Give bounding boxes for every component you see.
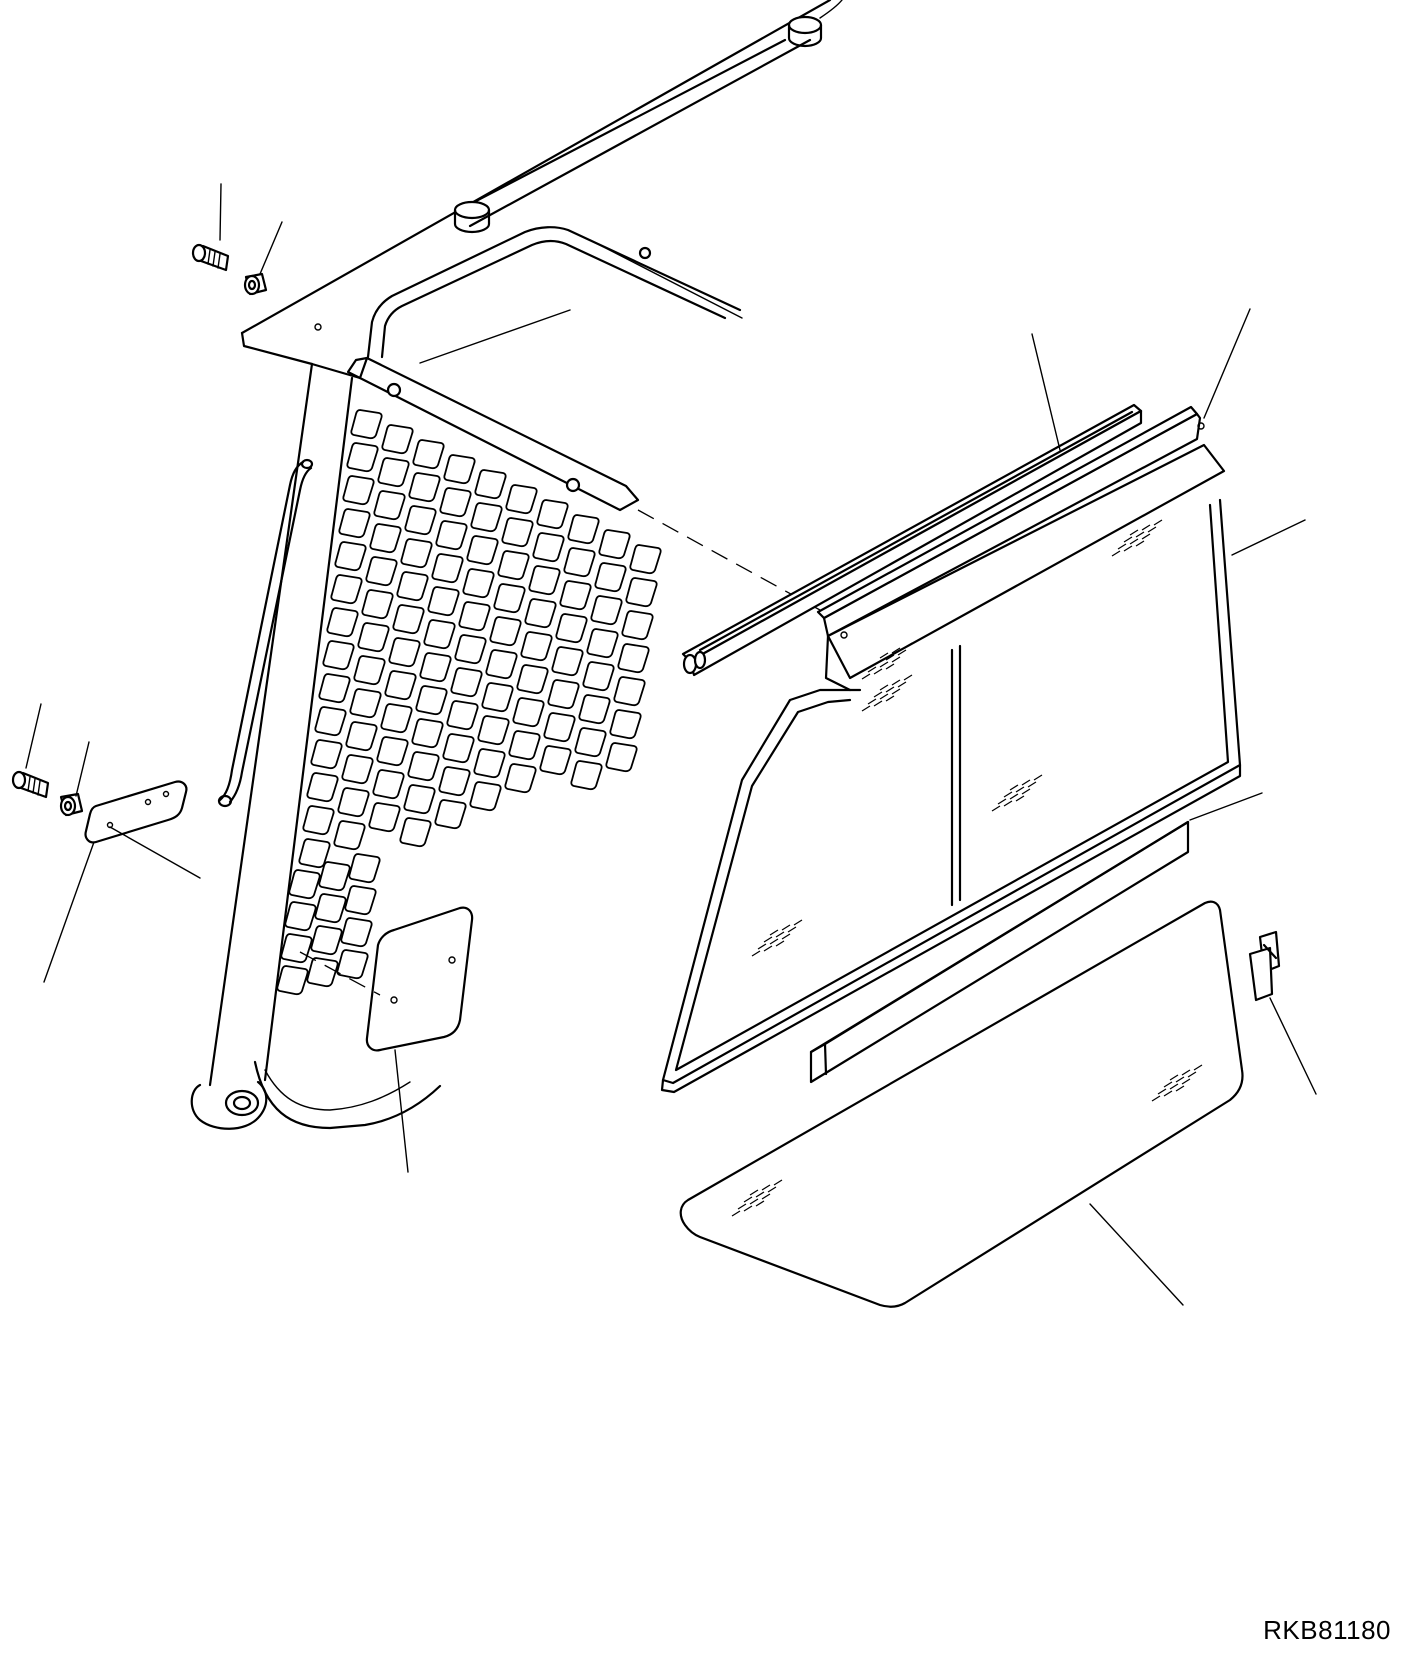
clip [1248,930,1317,1095]
cab-roof-plate [240,0,843,380]
mesh-guard [298,409,662,869]
roof-hatch-frame [366,226,743,364]
grab-handle [217,458,314,808]
bolt-lower [11,703,50,799]
bolt-upper [191,183,230,272]
lower-glass-panel [679,900,1244,1308]
mesh-guard-lower [276,853,381,996]
upper-mount-bar [346,246,821,611]
bracket-plate [43,780,201,983]
window-seal [681,333,1143,677]
cover-plate [299,906,474,1173]
cab-rear-frame [190,362,442,1130]
washer-upper [243,221,283,296]
lower-rail [809,792,1263,1084]
glass-reflection-marks [731,519,1203,1217]
washer-lower [59,741,90,817]
drawing-code: RKB81180 [1263,1615,1391,1645]
rear-window-glass [660,498,1306,1094]
upper-rail [816,308,1251,692]
